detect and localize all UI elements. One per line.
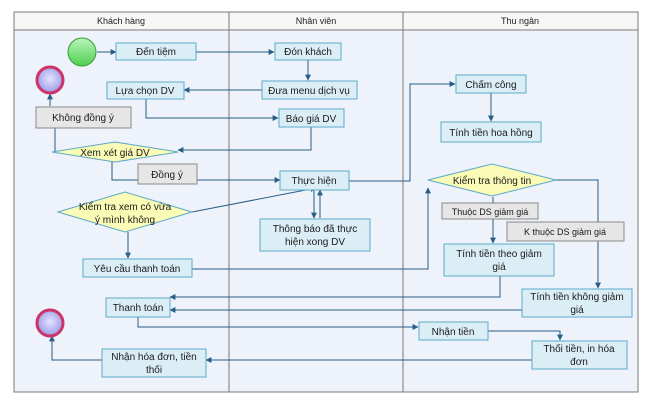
box-tinh-khong-gg <box>521 288 633 318</box>
box-hoa-hong <box>440 121 542 143</box>
label-bao-gia: Báo giá DV <box>286 114 337 125</box>
edge-theo-gg-to-thanh-toan <box>169 276 501 300</box>
label-tinh-khong-gg-1: Tính tiền không giảm <box>530 291 623 303</box>
box-bao-gia <box>278 108 345 128</box>
label-nhan-tien: Nhận tiền <box>432 326 475 338</box>
box-yeu-cau-tt <box>82 258 193 278</box>
lane-header-bar <box>13 11 639 31</box>
label-thong-bao-1: Thông báo đã thực <box>273 224 358 235</box>
label-thanh-toan: Thanh toán <box>113 303 164 314</box>
label-tinh-theo-gg-1: Tính tiền theo giảm <box>456 248 542 260</box>
label-den-tiem: Đến tiệm <box>136 46 176 58</box>
box-nhan-tien <box>418 321 489 341</box>
lane-title-customer: Khách hàng <box>97 16 145 26</box>
label-dong-y: Đồng ý <box>151 169 183 181</box>
box-thoi-tien <box>531 340 628 370</box>
label-tinh-theo-gg-2: giá <box>492 262 506 273</box>
actions: Đến tiệm Đón khách Đưa menu dịch vụ Lựa … <box>82 42 633 378</box>
box-tinh-theo-gg <box>443 243 555 277</box>
edge-xem-xet-to-thuc-hien <box>111 160 281 183</box>
label-cham-cong: Chấm công <box>465 79 516 91</box>
decisions: Xem xét giá DV Kiểm tra xem có vừa ý mìn… <box>51 141 557 233</box>
edge-thuc-hien-to-cham-cong <box>349 81 456 182</box>
edge-yeu-cau-to-kiem-tra-tt <box>192 187 431 270</box>
edge-bao-gia-to-xem-xet <box>177 127 312 153</box>
label-nhan-hoa-don-1: Nhận hóa đơn, tiền <box>111 351 197 363</box>
label-kiem-tra-xem-1: Kiểm tra xem có vừa <box>79 201 172 213</box>
label-nhan-hoa-don-2: thối <box>146 364 162 376</box>
edge-thanh-toan-to-nhan-tien <box>137 317 419 330</box>
edge-nhan-hoa-don-to-end2 <box>49 335 102 361</box>
label-kiem-tra-tt: Kiểm tra thông tin <box>453 175 531 187</box>
label-thoi-tien-2: đơn <box>570 357 588 368</box>
label-tinh-khong-gg-2: giá <box>570 305 584 316</box>
guard-k-thuoc-ds <box>506 221 625 242</box>
lane-title-staff: Nhân viên <box>296 16 337 26</box>
label-thuoc-ds: Thuộc DS giảm giá <box>452 207 529 217</box>
edge-nhan-tien-to-thoi-tien <box>488 330 563 341</box>
box-lua-chon <box>106 81 185 100</box>
label-thuc-hien: Thực hiện <box>291 176 336 187</box>
edge-lua-chon-to-bao-gia <box>145 99 279 121</box>
terminals <box>35 37 97 338</box>
box-thanh-toan <box>105 297 171 318</box>
box-cham-cong <box>455 74 527 94</box>
label-hoa-hong: Tính tiền hoa hồng <box>449 127 532 139</box>
guard-thuoc-ds <box>441 202 539 220</box>
box-thuc-hien <box>279 170 350 191</box>
start-node <box>67 37 97 67</box>
label-dua-menu: Đưa menu dịch vụ <box>268 86 350 97</box>
diamond-kiem-tra-thong-tin <box>427 163 557 197</box>
diamond-kiem-tra-vua-y <box>56 191 194 233</box>
edges <box>47 49 601 363</box>
label-khong-dong-y: Không đồng ý <box>52 112 114 124</box>
box-dua-menu <box>261 80 358 100</box>
end-node-finish <box>35 308 65 338</box>
label-yeu-cau-tt: Yêu cầu thanh toán <box>94 263 181 275</box>
label-k-thuoc-ds: K thuộc DS giảm giá <box>524 227 606 237</box>
label-lua-chon: Lựa chọn DV <box>116 86 175 97</box>
label-thoi-tien-1: Thối tiền, in hóa <box>543 343 615 355</box>
guard-khong-dong-y <box>35 106 132 129</box>
lane-title-cashier: Thu ngân <box>501 16 539 26</box>
label-don-khach: Đón khách <box>284 47 332 58</box>
box-thong-bao <box>259 218 371 252</box>
edge-kiem-tra-tt-to-khong-gg <box>556 179 601 289</box>
diamond-xem-xet-gia <box>51 141 179 163</box>
box-nhan-hoa-don <box>101 348 207 378</box>
box-don-khach <box>274 42 342 61</box>
guard-dong-y <box>137 163 198 185</box>
label-xem-xet-gia: Xem xét giá DV <box>80 148 150 159</box>
label-kiem-tra-xem-2: ý mình không <box>95 215 155 226</box>
edge-kiem-tra-to-thuc-hien <box>191 186 317 213</box>
end-node-reject <box>35 65 65 95</box>
box-den-tiem <box>115 42 197 61</box>
label-thong-bao-2: hiện xong DV <box>285 237 345 248</box>
guards: Không đồng ý Đồng ý Thuộc DS giảm giá K … <box>35 106 625 242</box>
